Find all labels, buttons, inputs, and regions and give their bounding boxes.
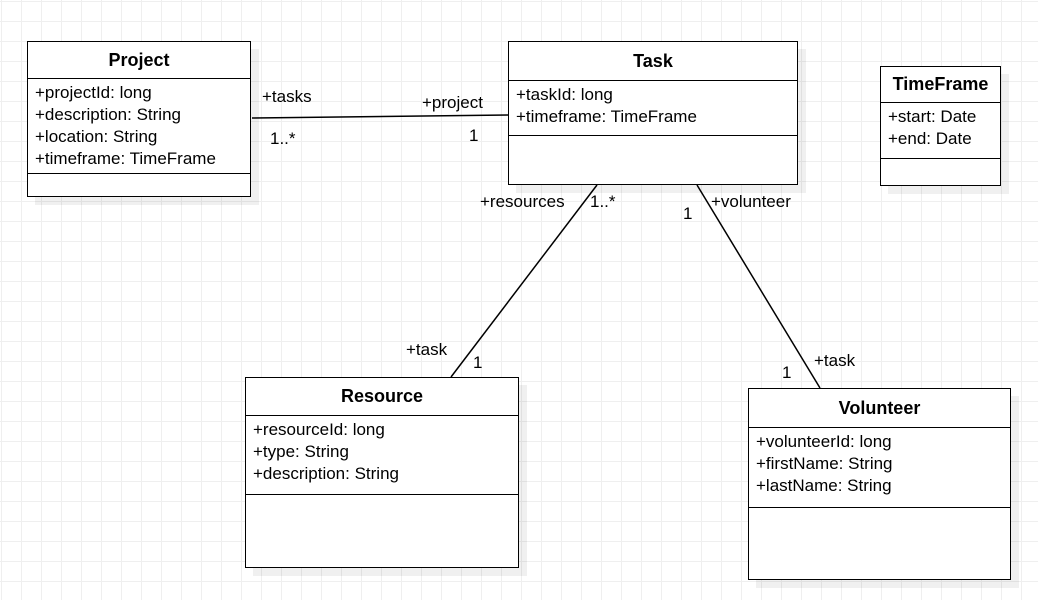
role-label-volunteer: +volunteer [711,192,791,211]
task-class-name: Task [509,42,797,81]
attribute: +timeframe: TimeFrame [35,149,216,168]
volunteer-class-name: Volunteer [749,389,1010,428]
resource-class-name: Resource [246,378,518,416]
project-class-name: Project [28,42,250,79]
attribute: +resourceId: long [253,420,385,439]
attribute: +firstName: String [756,454,893,473]
project-attributes: +projectId: long +description: String +l… [28,79,250,174]
role-label-project: +project [422,93,483,112]
task-operations [509,136,797,184]
attribute: +location: String [35,127,158,146]
task-volunteer-association-line[interactable] [696,184,821,389]
resource-operations [246,495,518,567]
attribute: +lastName: String [756,476,892,495]
role-label-resources: +resources [480,192,565,211]
attribute: +description: String [35,105,181,124]
project-task-association-line[interactable] [251,114,509,119]
multiplicity-label: 1 [473,353,483,372]
multiplicity-label: 1..* [270,129,296,148]
volunteer-class[interactable]: Volunteer +volunteerId: long +firstName:… [748,388,1011,580]
multiplicity-label: 1 [469,126,479,145]
timeframe-class[interactable]: TimeFrame +start: Date +end: Date [880,66,1001,186]
attribute: +description: String [253,464,399,483]
attribute: +type: String [253,442,349,461]
volunteer-operations [749,508,1010,579]
project-operations [28,174,250,196]
role-label-task: +task [814,351,856,370]
attribute: +taskId: long [516,85,613,104]
timeframe-class-name: TimeFrame [881,67,1000,103]
task-attributes: +taskId: long +timeframe: TimeFrame [509,81,797,136]
role-label-tasks: +tasks [262,87,312,106]
attribute: +end: Date [888,129,972,148]
resource-class[interactable]: Resource +resourceId: long +type: String… [245,377,519,568]
multiplicity-label: 1 [683,204,693,223]
role-label-task: +task [406,340,448,359]
resource-attributes: +resourceId: long +type: String +descrip… [246,416,518,495]
volunteer-attributes: +volunteerId: long +firstName: String +l… [749,428,1010,508]
attribute: +start: Date [888,107,977,126]
attribute: +timeframe: TimeFrame [516,107,697,126]
project-class[interactable]: Project +projectId: long +description: S… [27,41,251,197]
timeframe-attributes: +start: Date +end: Date [881,103,1000,159]
attribute: +volunteerId: long [756,432,892,451]
task-class[interactable]: Task +taskId: long +timeframe: TimeFrame [508,41,798,185]
multiplicity-label: 1 [782,363,792,382]
multiplicity-label: 1..* [590,192,616,211]
task-resource-association-line[interactable] [450,184,598,378]
attribute: +projectId: long [35,83,152,102]
timeframe-operations [881,159,1000,185]
